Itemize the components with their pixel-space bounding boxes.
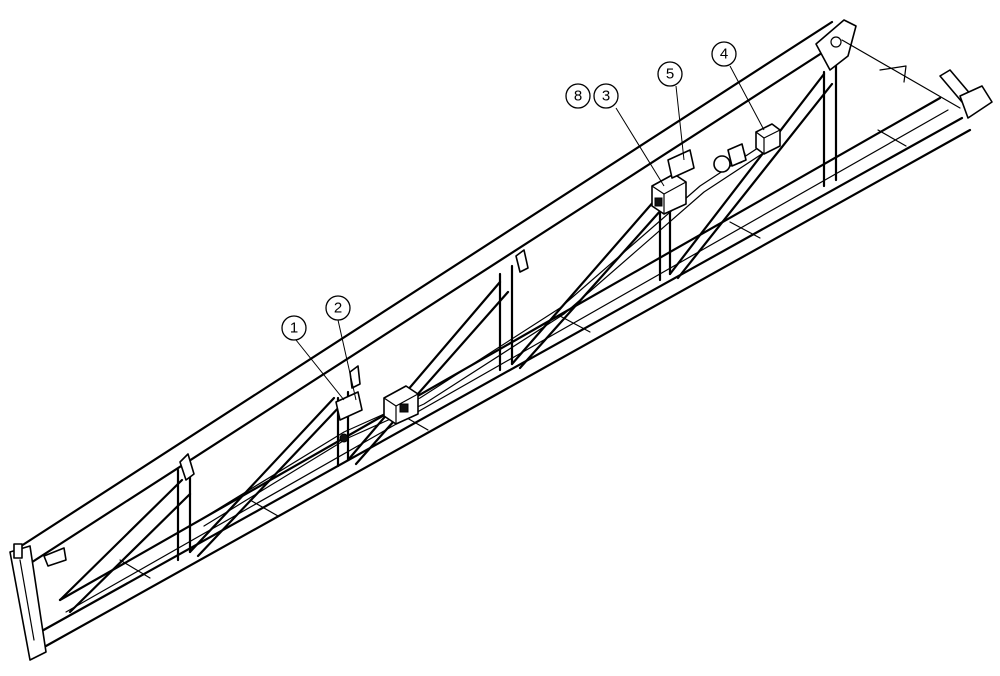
callout-1-label: 1 bbox=[290, 320, 298, 337]
callout-4-label: 4 bbox=[720, 46, 728, 63]
callout-2-label: 2 bbox=[334, 300, 342, 317]
valve-middle bbox=[651, 173, 687, 215]
callout-5: 5 bbox=[657, 61, 685, 161]
bracket-middle bbox=[667, 149, 695, 179]
boom-truss-frame bbox=[9, 19, 993, 661]
callout-4: 4 bbox=[711, 41, 765, 131]
callout-8: 8 bbox=[565, 83, 591, 109]
fitting-cluster bbox=[713, 143, 747, 173]
callout-3: 3 bbox=[593, 83, 665, 187]
callout-5-label: 5 bbox=[666, 66, 674, 83]
callout-1: 1 bbox=[281, 315, 345, 401]
callout-3-label: 3 bbox=[602, 88, 610, 105]
callout-8-label: 8 bbox=[574, 88, 582, 105]
spray-hose bbox=[199, 139, 775, 527]
valve-right bbox=[755, 123, 781, 155]
callout-2: 2 bbox=[325, 295, 357, 401]
valve-left bbox=[383, 385, 419, 425]
